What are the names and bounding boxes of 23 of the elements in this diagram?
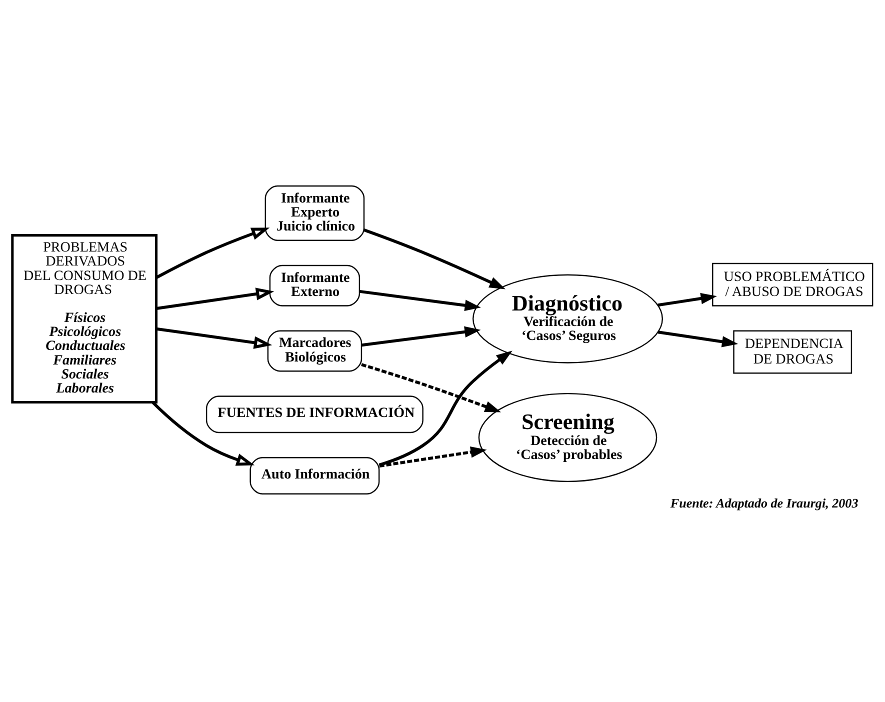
arrow <box>361 363 502 412</box>
node-box: Informante Experto Juicio clínico <box>264 185 365 241</box>
node-box: Auto Información <box>250 457 380 494</box>
arrow <box>658 330 738 348</box>
arrow <box>360 290 481 311</box>
node-box: DEPENDENCIA DE DROGAS <box>733 330 852 374</box>
node-box: USO PROBLEMÁTICO / ABUSO DE DROGAS <box>712 262 874 306</box>
node-ellipse: Screening Detección de ‘Casos’ probables <box>478 392 658 482</box>
node-box: Marcadores Biológicos <box>267 330 362 372</box>
arrow <box>364 228 506 290</box>
arrow <box>378 350 512 466</box>
arrow <box>156 228 270 279</box>
arrow <box>658 292 717 307</box>
caption: Fuente: Adaptado de Iraurgi, 2003 <box>670 495 858 510</box>
node-box: PROBLEMAS DERIVADOS DEL CONSUMO DE DROGAS Físicos Psicológicos Conductuales Familiares Sociales Laborales <box>11 234 158 404</box>
arrow <box>152 401 255 466</box>
arrow <box>379 446 487 468</box>
arrow <box>362 326 481 347</box>
node-box: Informante Externo <box>269 264 360 306</box>
node-ellipse: Diagnóstico Verificación de ‘Casos’ Seguros <box>472 274 663 364</box>
arrow <box>156 288 274 310</box>
node-box: FUENTES DE INFORMACIÓN <box>206 396 424 434</box>
arrow <box>156 327 272 349</box>
